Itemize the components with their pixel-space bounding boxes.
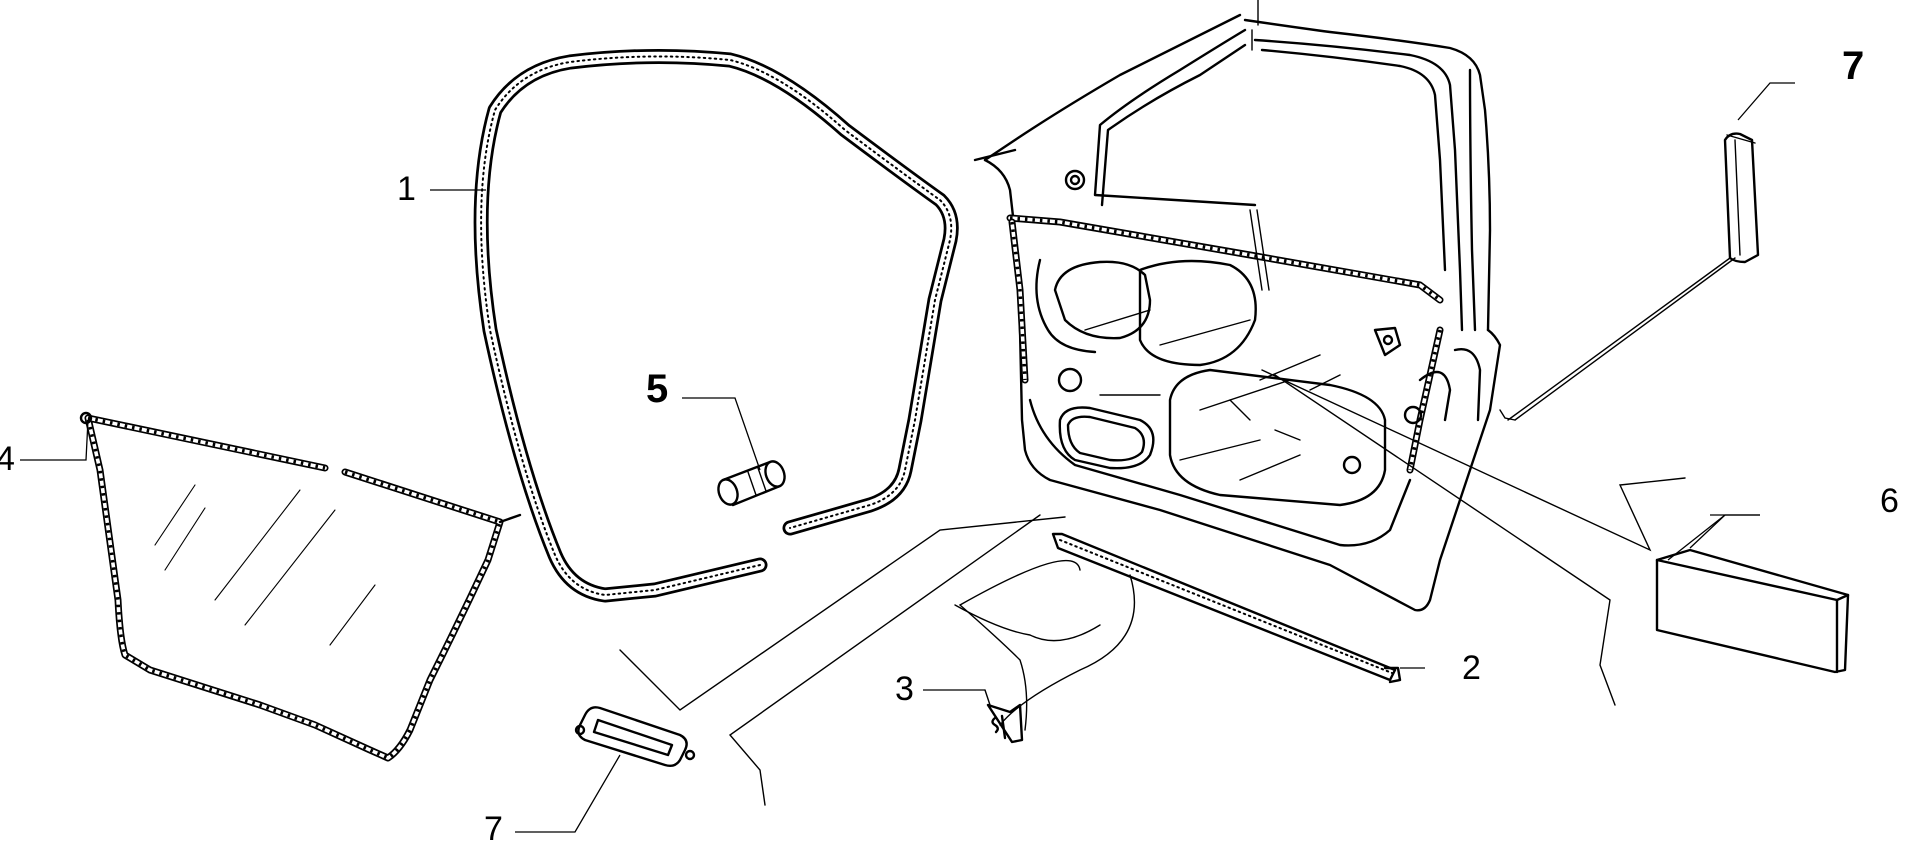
callout-4: 4 [0,440,15,478]
part-7-seal-insert [1723,132,1760,264]
door-shell [973,13,1502,612]
part-7-handle-trim [574,706,696,768]
callout-5: 5 [646,367,668,411]
callout-2: 2 [1462,649,1481,687]
callout-1: 1 [397,170,416,208]
callout-7-bottom: 7 [484,810,503,841]
part-5-plug [717,460,786,507]
part-4-window-glass [79,411,522,762]
callout-3: 3 [895,670,914,708]
part-1-weatherstrip [473,48,959,603]
part-6-foam-pad [1655,548,1850,674]
part-2-sill-seal [1051,532,1402,684]
part-3-clip [984,689,1024,744]
callout-labels: 1 2 3 4 5 6 7 7 [0,44,1899,841]
callout-7-top: 7 [1842,44,1864,88]
assembly-leader-lines [619,0,1736,806]
label-leaders [20,82,1795,833]
callout-6: 6 [1880,482,1899,520]
